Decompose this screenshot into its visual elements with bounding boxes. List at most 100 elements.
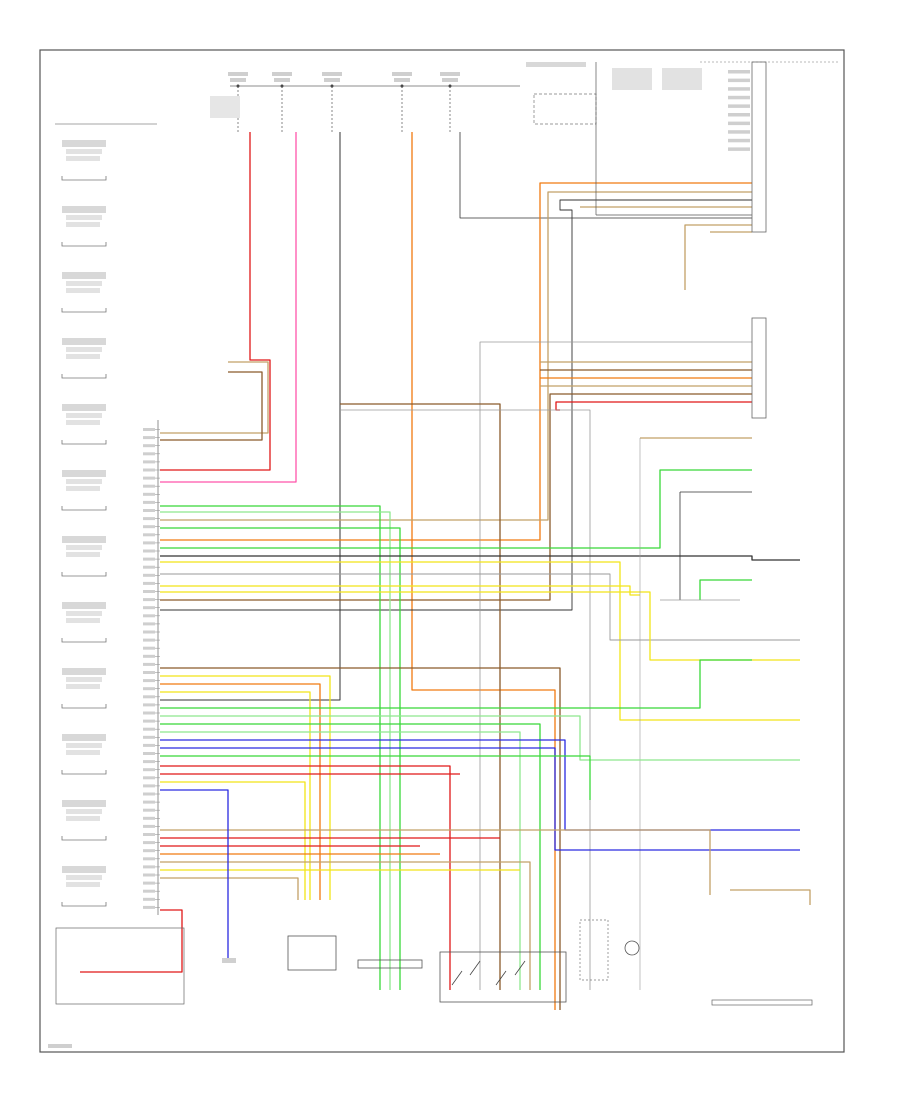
pin-label [143, 784, 155, 788]
pin-label [143, 808, 155, 812]
pin-label [143, 671, 155, 674]
pin-label [143, 614, 155, 618]
pin-label [143, 484, 155, 488]
component-label-block [66, 281, 102, 286]
wire [160, 877, 299, 900]
fuse-panel [210, 61, 840, 216]
component-box-bracket [61, 506, 107, 511]
pin-label [143, 824, 155, 828]
wire [160, 675, 331, 900]
wire [160, 511, 391, 990]
wire [160, 731, 521, 990]
fuse-label [274, 78, 290, 82]
right-module-connector [751, 61, 767, 233]
component-label-block [66, 149, 102, 154]
fuse-text-block [210, 96, 240, 118]
wire [340, 403, 501, 990]
wires [80, 132, 811, 1010]
pin-label [143, 849, 155, 853]
switch-contact [495, 970, 507, 986]
wire [160, 789, 229, 960]
pin-label [143, 841, 155, 845]
right-module-connector-2 [751, 317, 767, 419]
pin-label [143, 581, 155, 585]
pin-label [143, 760, 155, 764]
component-label-block [62, 800, 106, 807]
wire [80, 909, 183, 973]
pin-label [143, 654, 155, 658]
pin-label [143, 468, 155, 472]
switch-connector [357, 959, 423, 969]
pin-label [143, 444, 155, 448]
pin-label [143, 476, 155, 480]
component-label-block [66, 413, 102, 418]
wire [160, 561, 800, 721]
component-label-block [62, 338, 106, 345]
wire [160, 469, 752, 549]
wire [160, 755, 591, 800]
component-label-block [66, 222, 100, 227]
fuse-label [392, 72, 412, 76]
component-label-block [62, 206, 106, 213]
wire [479, 341, 752, 990]
pin-label [143, 452, 155, 456]
wire [160, 667, 561, 1010]
component-box-bracket [61, 242, 107, 247]
pin-label [143, 703, 155, 707]
component-box-bracket [61, 308, 107, 313]
switch-contact [451, 970, 463, 986]
wire [160, 132, 297, 483]
wire [160, 199, 752, 611]
component-label-block [66, 743, 102, 748]
component-label-block [66, 479, 102, 484]
wire [160, 573, 800, 641]
connector-pin-label [728, 138, 750, 143]
fuse-label [322, 72, 342, 76]
component-label-block [62, 866, 106, 873]
component-label-block [62, 404, 106, 411]
pin-label [143, 549, 155, 553]
pin-label [143, 428, 155, 431]
connector-pin-label [728, 147, 750, 151]
connector-pins [143, 428, 160, 909]
component-box-bracket [61, 770, 107, 775]
wire [160, 659, 752, 709]
connector-pin-label [728, 87, 750, 91]
pin-label [143, 500, 155, 504]
component-label-block [66, 347, 102, 352]
wire [160, 527, 401, 990]
wire [160, 371, 263, 441]
bottom-components [48, 919, 813, 1048]
wire [411, 132, 556, 1010]
fuse-label [394, 78, 410, 82]
fuse-label [272, 72, 292, 76]
component-label-block [66, 288, 100, 293]
pin-label [143, 897, 155, 901]
wire [459, 132, 752, 219]
pin-label [143, 881, 155, 885]
wire [160, 861, 531, 990]
sensor-box [287, 935, 337, 971]
component-label-block [62, 602, 106, 609]
component-label-block [66, 809, 102, 814]
fuse-label [228, 72, 248, 76]
wire [340, 409, 591, 990]
wire [160, 393, 752, 601]
component-label-block [66, 420, 100, 425]
pin-label [143, 687, 155, 691]
component-label-block [62, 470, 106, 477]
component-label-block [66, 882, 100, 887]
diagram-frame [39, 49, 845, 1053]
pin-label [143, 606, 155, 610]
component-label-block [66, 156, 100, 161]
wire [160, 191, 752, 521]
pin-label [143, 776, 155, 780]
pin-label [143, 905, 155, 909]
connector-pin-label [728, 70, 750, 74]
pin-label [143, 857, 155, 861]
pin-label [143, 695, 155, 699]
connector-pin-label [728, 95, 750, 100]
component-label-block [66, 677, 102, 682]
pin-label [143, 590, 155, 593]
component-box-bracket [61, 836, 107, 841]
